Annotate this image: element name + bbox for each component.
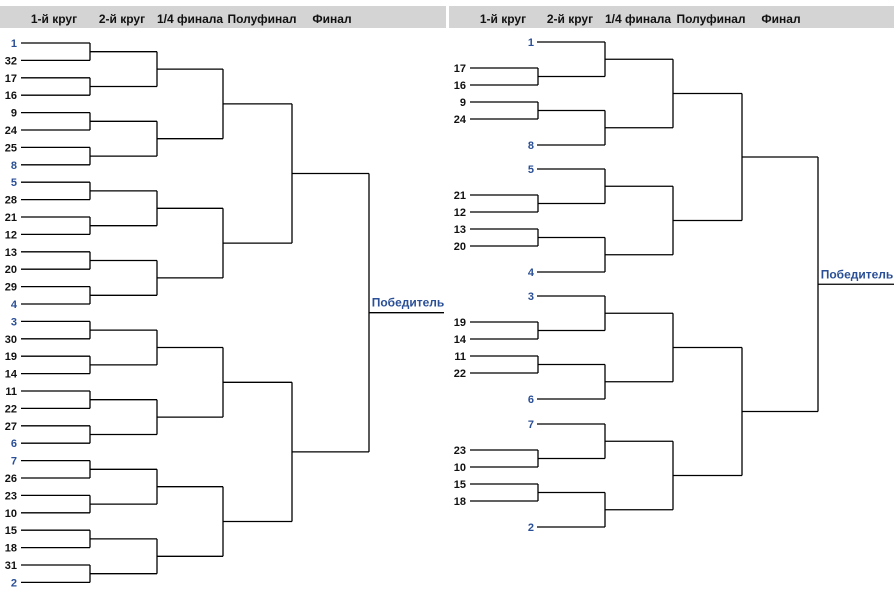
left-seed-17: 3 xyxy=(11,316,17,328)
right-section-3-top-seed: 3 xyxy=(528,291,534,303)
right-section-3-entry-4: 22 xyxy=(454,368,466,380)
left-seed-6: 24 xyxy=(5,125,18,137)
left-seed-28: 10 xyxy=(5,508,17,520)
right-section-1-bottom-seed: 8 xyxy=(528,140,534,152)
right-section-4-top-seed: 7 xyxy=(528,419,534,431)
left-seed-22: 22 xyxy=(5,403,17,415)
left-seed-26: 26 xyxy=(5,473,17,485)
left-seed-5: 9 xyxy=(11,108,17,120)
left-seed-23: 27 xyxy=(5,421,17,433)
right-section-4-entry-4: 18 xyxy=(454,496,466,508)
right-section-4-entry-2: 10 xyxy=(454,462,466,474)
right-section-1-entry-2: 16 xyxy=(454,80,466,92)
left-header-bar xyxy=(0,6,446,28)
right-section-1-entry-3: 9 xyxy=(460,97,466,109)
left-seed-3: 17 xyxy=(5,73,17,85)
left-seed-24: 6 xyxy=(11,438,17,450)
left-seed-31: 31 xyxy=(5,560,17,572)
left-seed-10: 28 xyxy=(5,195,17,207)
right-section-3-bottom-seed: 6 xyxy=(528,394,534,406)
right-header-round-2: 2-й круг xyxy=(547,12,593,26)
left-seed-2: 32 xyxy=(5,55,17,67)
right-header-round-4: Полуфинал xyxy=(676,12,745,26)
left-seed-16: 4 xyxy=(11,299,18,311)
left-winner-label: Победитель xyxy=(372,296,445,310)
left-seed-11: 21 xyxy=(5,212,17,224)
right-header-bar xyxy=(449,6,894,28)
right-header-round-1: 1-й круг xyxy=(480,12,526,26)
left-header-round-1: 1-й круг xyxy=(31,12,77,26)
left-seed-20: 14 xyxy=(5,369,18,381)
left-seed-29: 15 xyxy=(5,525,17,537)
right-header-round-5: Финал xyxy=(761,12,800,26)
left-seed-21: 11 xyxy=(5,386,17,398)
left-seed-8: 8 xyxy=(11,160,17,172)
right-section-3-entry-3: 11 xyxy=(454,351,466,363)
left-seed-30: 18 xyxy=(5,543,17,555)
right-section-2-entry-1: 21 xyxy=(454,190,466,202)
left-seed-13: 13 xyxy=(5,247,17,259)
left-seed-18: 30 xyxy=(5,334,17,346)
left-seed-4: 16 xyxy=(5,90,17,102)
left-seed-7: 25 xyxy=(5,142,17,154)
right-section-1-top-seed: 1 xyxy=(528,37,534,49)
right-section-1-entry-1: 17 xyxy=(454,63,466,75)
left-seed-19: 19 xyxy=(5,351,17,363)
left-seed-27: 23 xyxy=(5,490,17,502)
right-section-2-top-seed: 5 xyxy=(528,164,534,176)
left-seed-15: 29 xyxy=(5,282,17,294)
right-header-round-3: 1/4 финала xyxy=(605,12,671,26)
left-seed-14: 20 xyxy=(5,264,17,276)
left-header-round-2: 2-й круг xyxy=(99,12,145,26)
right-section-4-entry-1: 23 xyxy=(454,445,466,457)
right-section-4-entry-3: 15 xyxy=(454,479,466,491)
right-section-2-entry-3: 13 xyxy=(454,224,466,236)
right-section-2-bottom-seed: 4 xyxy=(528,267,535,279)
right-section-3-entry-1: 19 xyxy=(454,317,466,329)
right-section-4-bottom-seed: 2 xyxy=(528,522,534,534)
left-seed-32: 2 xyxy=(11,577,17,589)
left-seed-12: 12 xyxy=(5,229,17,241)
left-header-round-5: Финал xyxy=(312,12,351,26)
right-section-3-entry-2: 14 xyxy=(454,334,467,346)
right-section-2-entry-2: 12 xyxy=(454,207,466,219)
left-header-round-4: Полуфинал xyxy=(227,12,296,26)
left-seed-1: 1 xyxy=(11,38,17,50)
left-seed-25: 7 xyxy=(11,456,17,468)
right-section-1-entry-4: 24 xyxy=(454,114,467,126)
left-seed-9: 5 xyxy=(11,177,17,189)
right-section-2-entry-4: 20 xyxy=(454,241,466,253)
right-winner-label: Победитель xyxy=(821,267,894,281)
left-header-round-3: 1/4 финала xyxy=(157,12,223,26)
